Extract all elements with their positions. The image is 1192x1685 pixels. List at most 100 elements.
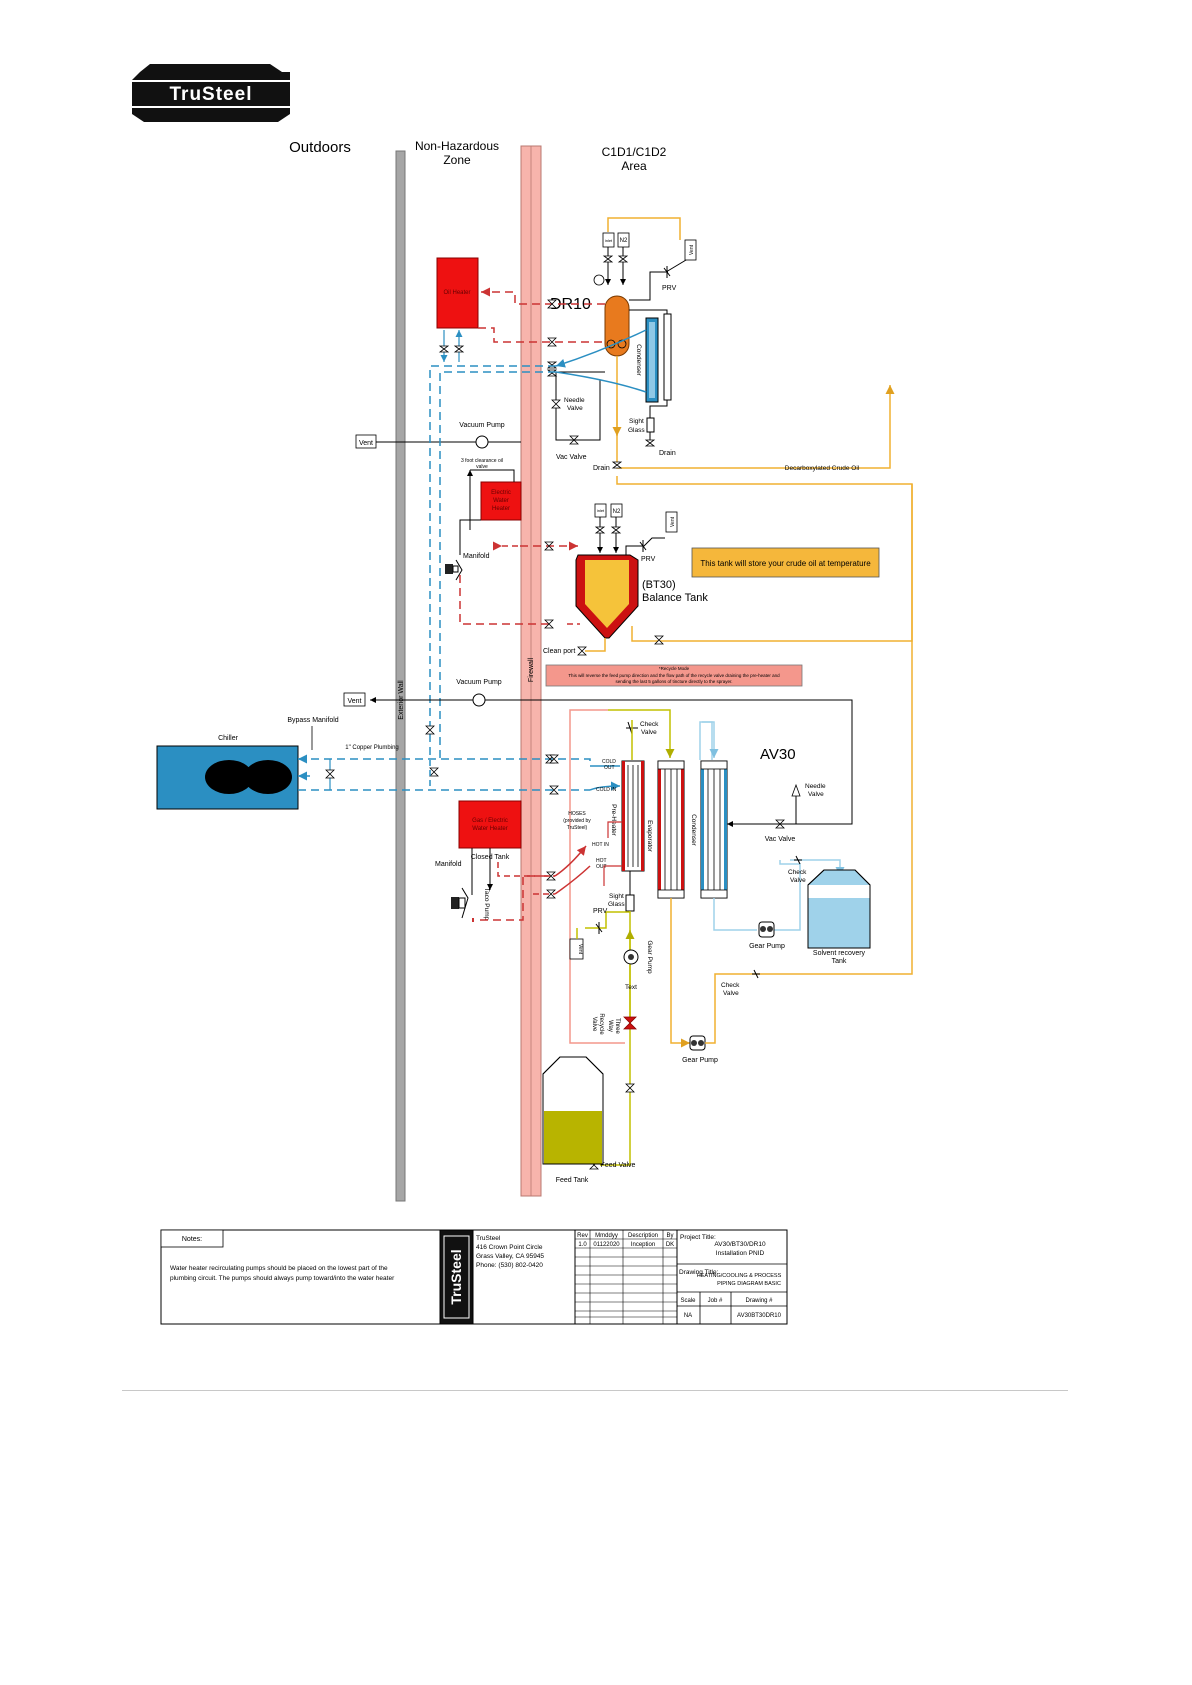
chiller-branch-valve-2-icon xyxy=(429,767,439,777)
av30-vent-box-label: Vent xyxy=(347,698,361,705)
dr10-sight-glass-2: Glass xyxy=(628,427,645,434)
av30-vent-small-label: Vent xyxy=(577,944,583,955)
dr10-inlet-valve-icon xyxy=(602,255,614,263)
av30-hot-out-1: HOT xyxy=(596,858,607,864)
av30-cold-in: COLD IN xyxy=(596,787,617,793)
av30-check-top-1: Check xyxy=(640,721,659,728)
av30-sight-glass-icon xyxy=(625,894,635,912)
dr10-sight-glass-1: Sight xyxy=(629,418,644,425)
company-city: Grass Valley, CA 95945 xyxy=(476,1253,544,1260)
dr10-pressure-gauge-icon xyxy=(593,274,605,286)
bt30-prv-label: PRV xyxy=(641,556,656,563)
av30-check-right-2: Valve xyxy=(790,877,806,884)
bypass-valve-icon xyxy=(325,769,335,779)
av30-check-right-1: Check xyxy=(788,869,807,876)
dr10-oil-supply-line xyxy=(481,287,605,305)
av30-hoses-3: TruSteel) xyxy=(567,825,588,831)
title-block-logo-text: TruSteel xyxy=(448,1249,464,1304)
dr10-n2-valve-icon xyxy=(617,255,629,263)
av30-gear-pump-right-icon xyxy=(758,921,775,938)
dr10-needle-valve-icon xyxy=(551,399,561,409)
rev-header-desc: Description xyxy=(628,1233,658,1239)
av30-needle-1: Needle xyxy=(805,783,826,790)
crude-return-to-bt30 xyxy=(705,484,913,1044)
chiller-loop-dashed-1 xyxy=(429,365,556,760)
copper-label: 1" Copper Plumbing xyxy=(345,745,399,751)
notes-line-2: plumbing circuit. The pumps should alway… xyxy=(170,1275,395,1282)
av30-check-lower-2: Valve xyxy=(723,990,739,997)
exterior-wall xyxy=(395,150,406,1202)
dr10-sight-glass-icon xyxy=(646,417,655,433)
dr10-column xyxy=(663,313,672,401)
bt30-clean-port-valve-icon xyxy=(577,646,587,656)
recycle-line1: This will reverse the feed pump directio… xyxy=(568,673,780,678)
firewall-label: Firewall xyxy=(528,658,535,683)
bt30-manifold-label: Manifold xyxy=(463,553,490,560)
dr10-oil-valve-2-icon xyxy=(547,337,557,347)
av30-gear-pump-bottom-label: Gear Pump xyxy=(682,1057,718,1064)
bt30-heater-3: Heater xyxy=(492,506,510,512)
dr10-prv-icon xyxy=(663,266,671,278)
rev-header-by: By xyxy=(666,1233,673,1239)
bt30-clearance-2: valve xyxy=(476,464,488,470)
feed-tank-label: Feed Tank xyxy=(556,1177,589,1184)
dr10-oil-valve-1-icon xyxy=(547,299,557,309)
bt30-tank-label-2: Balance Tank xyxy=(642,592,708,604)
dr10-crude-return-line xyxy=(607,217,681,240)
av30-check-lower-1: Check xyxy=(721,982,740,989)
av30-bypass-label: Bypass Manifold xyxy=(287,717,338,724)
bt30-heater-2: Water xyxy=(493,498,509,504)
chiller-fan-left-icon xyxy=(205,760,253,794)
rev-row-date: 01122020 xyxy=(593,1242,620,1248)
bt30-clean-port-line xyxy=(585,638,606,652)
bt30-inlet-label: inlet xyxy=(597,508,605,513)
zone-outdoors: Outdoors xyxy=(289,139,351,156)
notes-line-1: Water heater recirculating pumps should … xyxy=(170,1265,388,1272)
dr10-cooling-valve-2-icon xyxy=(546,369,558,377)
bt30-clearance-1: 3 foot clearance oil xyxy=(461,458,503,464)
scale-value: NA xyxy=(684,1313,692,1319)
bt30-tank-label-1: (BT30) xyxy=(642,579,676,591)
av30-recycle-1: Recycle xyxy=(598,1013,604,1035)
zone-c1d1-1: C1D1/C1D2 xyxy=(602,145,667,159)
chiller-supply-line xyxy=(298,758,591,766)
drawing-number-value: AV30BT30DR10 xyxy=(737,1313,782,1319)
av30-vacuum-pump-icon xyxy=(472,693,486,707)
av30-hoses-2: (provided by xyxy=(563,818,591,824)
av30-text-label: Text xyxy=(625,984,637,991)
bt30-n2-valve-icon xyxy=(610,526,622,534)
company-phone: Phone: (530) 802-0420 xyxy=(476,1262,543,1269)
dr10-vac-valve-label: Vac Valve xyxy=(556,454,587,461)
project-title-2: Installation PNID xyxy=(716,1250,765,1257)
recycle-title: *Recycle Mode xyxy=(659,666,690,671)
av30-recycle-2: Valve xyxy=(591,1017,597,1032)
dr10-oil-heater xyxy=(436,257,479,329)
dr10-drain-1: Drain xyxy=(593,465,610,472)
title-block: Notes: Water heater recirculating pumps … xyxy=(160,1229,788,1325)
bt30-heater-1: Electric xyxy=(491,490,511,496)
page-divider xyxy=(122,1390,1068,1391)
zone-non-hazardous-1: Non-Hazardous xyxy=(415,139,499,153)
dr10-vacuum-pump-icon xyxy=(475,435,489,449)
av30-needle-valve-icon xyxy=(791,783,801,797)
av30-gear-pump-mid-label: Gear Pump xyxy=(646,940,653,974)
dr10-condenser-cooling-out xyxy=(555,329,647,368)
bt30-heat-return-line xyxy=(459,575,553,625)
dr10-prv-line xyxy=(629,271,668,301)
revision-table xyxy=(574,1229,678,1325)
dr10-needle-1: Needle xyxy=(564,397,585,404)
av30-feed-valve-upper-icon xyxy=(625,1083,635,1093)
av30-three-way-2: Way xyxy=(607,1020,613,1032)
av30-needle-2: Valve xyxy=(808,791,824,798)
dr10-oil-heater-label: Oil Heater xyxy=(443,290,470,296)
bt30-electric-heater xyxy=(480,481,522,521)
av30-three-way-1: Three xyxy=(614,1018,620,1034)
dr10-section: Decarboxylated Crude Oil inlet N2 DR10 P… xyxy=(355,217,895,760)
av30-cold-out-1: COLD xyxy=(602,759,616,765)
av30-vac-valve-label: Vac Valve xyxy=(765,836,796,843)
condenser-vapor-line xyxy=(702,721,713,760)
bt30-prv-icon xyxy=(639,540,647,552)
bt30-clean-port-label: Clean port xyxy=(543,648,575,655)
av30-cold-out-2: OUT xyxy=(604,765,615,771)
av30-manifold-label: Manifold xyxy=(435,861,462,868)
